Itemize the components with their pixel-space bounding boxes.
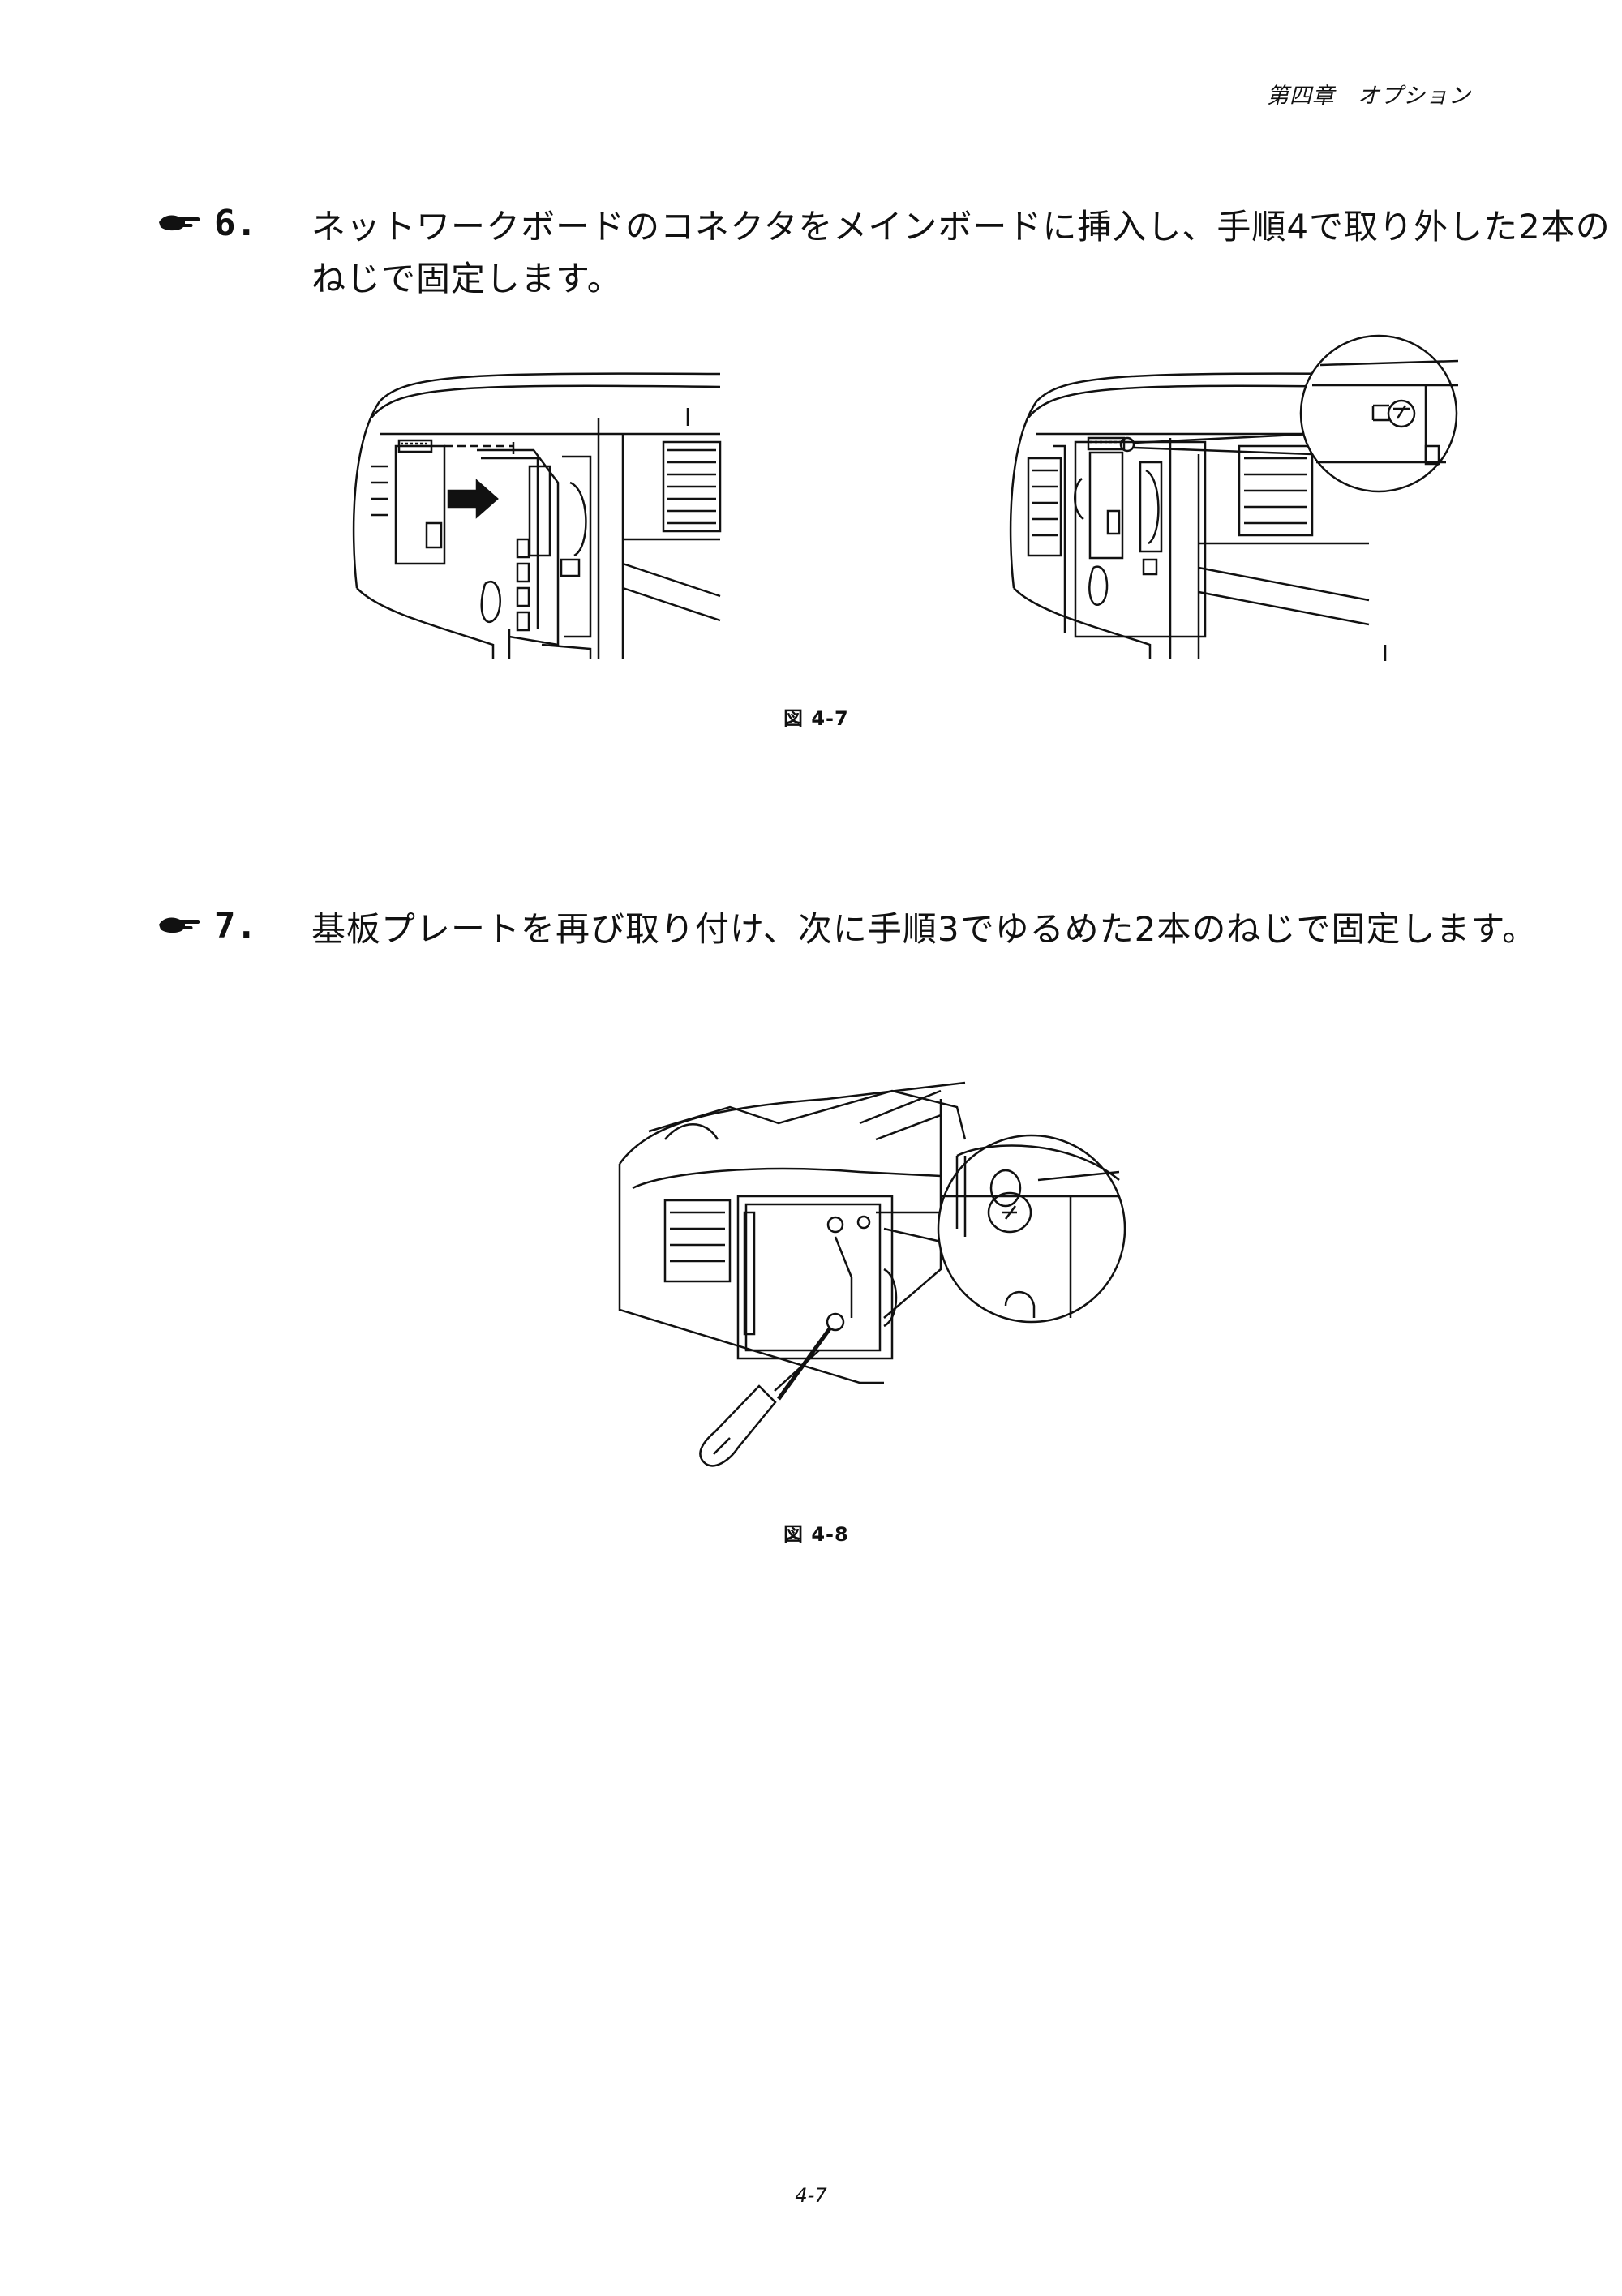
- figure-4-7-caption: 図 4-7: [783, 707, 849, 730]
- pointing-hand-icon: [159, 917, 200, 933]
- step-number: 7.: [214, 905, 257, 946]
- figure-4-7-left-illustration: [347, 369, 728, 661]
- figure-4-8-caption: 図 4-8: [783, 1523, 849, 1546]
- figure-4-7-right-illustration: [1004, 324, 1474, 661]
- figure-4-8-illustration: [616, 1075, 1135, 1480]
- step-number: 6.: [214, 203, 257, 244]
- page-number: 4-7: [795, 2184, 827, 2207]
- pointing-hand-icon: [159, 215, 200, 231]
- step-text: 基板プレートを再び取り付け、次に手順3でゆるめた2本のねじで固定します。: [311, 909, 1538, 949]
- running-header: 第四章 オプション: [1267, 84, 1471, 109]
- step-text: ネットワークボードのコネクタをメインボードに挿入し、手順4で取り外した2本のねじ…: [311, 207, 1611, 298]
